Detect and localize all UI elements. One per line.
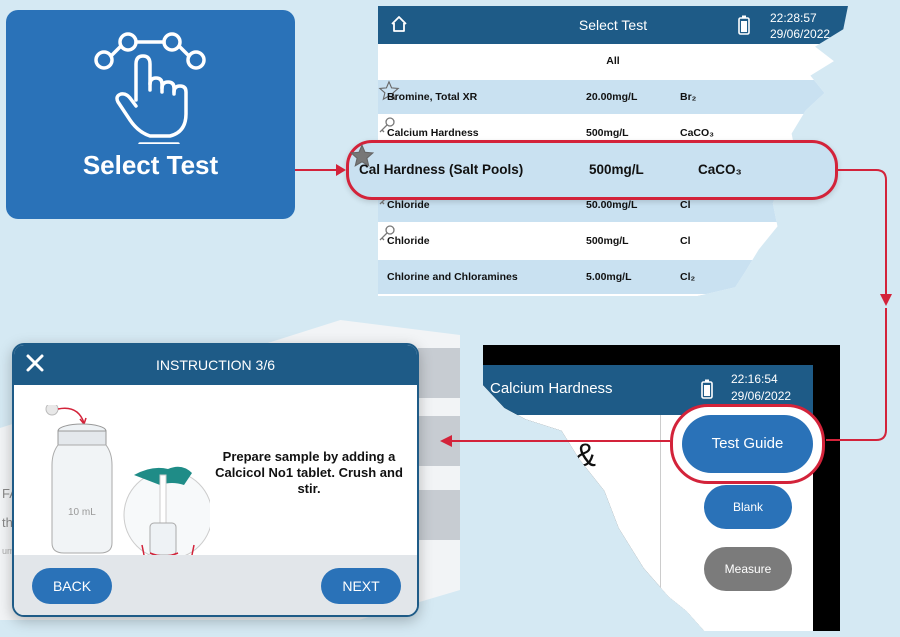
instruction-footer: BACK NEXT	[14, 555, 417, 615]
test-range: 500mg/L	[586, 235, 629, 247]
time: 22:28:57	[770, 11, 817, 25]
close-icon[interactable]	[24, 352, 46, 374]
instruction-header: INSTRUCTION 3/6	[14, 345, 417, 385]
next-button[interactable]: NEXT	[321, 568, 401, 604]
favorite-star-icon[interactable]	[378, 80, 400, 102]
home-icon[interactable]	[390, 15, 408, 33]
ghost-text: um	[2, 546, 15, 556]
test-name: Chloride	[387, 199, 430, 211]
test-row[interactable]: Bromine, Total XR 20.00mg/L Br₂	[378, 80, 848, 114]
blank-button[interactable]: Blank	[704, 485, 792, 529]
clock: 22:16:54 29/06/2022	[731, 371, 791, 405]
test-formula: Br₂	[680, 91, 697, 103]
selected-test-row-callout[interactable]: Cal Hardness (Salt Pools) 500mg/L CaCO₃	[346, 140, 838, 200]
test-row[interactable]: Chloride 500mg/L Cl	[378, 224, 848, 258]
ghost-tab	[418, 490, 460, 540]
test-range: 5.00mg/L	[586, 271, 632, 283]
select-test-header: Select Test 22:28:57 29/06/2022	[378, 6, 848, 44]
instruction-title: INSTRUCTION 3/6	[155, 357, 275, 373]
key-icon	[379, 117, 395, 133]
test-formula: Cl	[680, 235, 691, 247]
arrowhead-right-icon	[336, 164, 346, 176]
instruction-dialog: INSTRUCTION 3/6 10 mL Prepare sample by …	[12, 343, 419, 617]
measure-button[interactable]: Measure	[704, 547, 792, 591]
test-formula: CaCO₃	[698, 162, 742, 177]
test-formula: Cl₂	[680, 271, 696, 283]
test-range: 500mg/L	[589, 162, 644, 177]
filter-row[interactable]: All	[378, 44, 848, 78]
hand-tap-icon	[94, 32, 206, 144]
select-test-title: Select Test	[578, 17, 648, 33]
select-test-tile[interactable]: Select Test	[6, 10, 295, 219]
key-icon	[379, 225, 395, 241]
date: 29/06/2022	[770, 27, 831, 41]
clock: 22:28:57 29/06/2022	[770, 10, 830, 42]
back-button[interactable]: BACK	[32, 568, 112, 604]
screen-title: Calcium Hardness	[490, 380, 613, 397]
test-guide-callout[interactable]: Test Guide	[670, 404, 825, 484]
battery-icon	[738, 15, 750, 35]
ghost-text: th	[2, 515, 13, 530]
tile-label: Select Test	[82, 150, 219, 180]
test-guide-button[interactable]: Test Guide	[682, 415, 813, 473]
test-row[interactable]: Calcium Hardness 500mg/L CaCO₃	[378, 116, 848, 150]
arrowhead-down-icon	[880, 294, 892, 306]
test-name: Bromine, Total XR	[387, 91, 478, 103]
date: 29/06/2022	[731, 389, 792, 403]
test-name: Calcium Hardness	[387, 127, 479, 139]
filter-all[interactable]: All	[606, 55, 620, 67]
battery-icon	[701, 379, 713, 399]
instruction-text: Prepare sample by adding a Calcicol No1 …	[215, 449, 403, 496]
test-name: Cal Hardness (Salt Pools)	[359, 162, 524, 177]
connector-arrow	[838, 169, 887, 296]
favorite-star-icon[interactable]	[349, 143, 375, 169]
test-formula: Cl	[680, 199, 691, 211]
test-range: 500mg/L	[586, 127, 629, 139]
test-formula: CaCO₃	[680, 127, 715, 139]
test-range: 50.00mg/L	[586, 199, 638, 211]
arrowhead-left-icon	[440, 435, 452, 447]
test-name: Chloride	[387, 235, 430, 247]
connector-arrow	[826, 308, 887, 441]
test-range: 20.00mg/L	[586, 91, 638, 103]
time: 22:16:54	[731, 372, 778, 386]
test-name: Chlorine and Chloramines	[387, 271, 518, 283]
vial-label: 10 mL	[68, 507, 96, 518]
ghost-tab	[418, 348, 460, 398]
